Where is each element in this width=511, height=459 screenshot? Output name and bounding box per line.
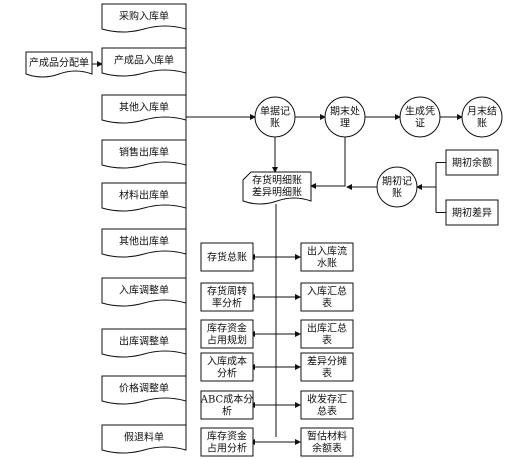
opening-step-qichu-jizhang-label-line-2: 账 [392, 188, 402, 200]
opening-doc-qichu-chayi-label-line-1: 期初差异 [452, 206, 492, 219]
report-shoufa-cun-huizong-label-line-2: 总表 [317, 405, 337, 418]
process-step-yuemo-jiezhang-label-line-1: 月末结 [467, 105, 497, 118]
report-chuku-huizong-label-line-2: 表 [322, 334, 332, 347]
diagram-nodes: 采购入库单产成品入库单其他入库单销售出库单材料出库单其他出库单入库调整单出库调整… [25, 3, 503, 457]
report-churuku-liushui-label-line-2: 水账 [317, 258, 337, 270]
source-doc-qita-ruku-label-line-1: 其他入库单 [119, 101, 169, 114]
allocation-doc: 产成品分配单 [25, 51, 93, 78]
source-doc-qita-chuku-label-line-1: 其他出库单 [119, 235, 169, 248]
connector-lines [92, 16, 463, 445]
source-doc-chanchengpin-ruku-label-line-1: 产成品入库单 [114, 54, 174, 67]
source-doc-jiage-tiaozheng-label-line-1: 价格调整单 [119, 382, 169, 395]
report-kucun-zijin-guihua-label-line-2: 占用规划 [207, 334, 247, 347]
period-end-to-ledger-arrow [310, 137, 346, 189]
source-doc-xiaoshou-chuku: 销售出库单 [101, 139, 187, 169]
report-ruku-chengben-label-line-2: 分析 [217, 367, 237, 380]
report-churuku-liushui-label-line-1: 出入库流 [307, 245, 347, 258]
source-doc-chanchengpin-ruku: 产成品入库单 [101, 47, 187, 77]
report-chuku-huizong-label-line-1: 出库汇总 [307, 322, 347, 335]
source-doc-qita-ruku: 其他入库单 [101, 94, 187, 124]
report-kucun-zijin-fenxi-label-line-1: 库存资金 [207, 430, 247, 443]
process-step-shengcheng-pingzheng-label-line-2: 证 [415, 118, 425, 130]
source-doc-xiaoshou-chuku-label-line-1: 销售出库单 [119, 146, 169, 159]
process-step-shengcheng-pingzheng-label-line-1: 生成凭 [405, 105, 435, 118]
process-step-yuemo-jiezhang-label-line-2: 账 [477, 118, 487, 130]
report-shoufa-cun-huizong-label-line-1: 收发存汇 [307, 393, 347, 406]
report-cunhuo-zongzhang-label-line-1: 存货总账 [207, 251, 247, 264]
opening-doc-qichu-yu-e-label-line-1: 期初余额 [452, 156, 492, 169]
source-doc-chuku-tiaozheng: 出库调整单 [101, 328, 187, 358]
process-step-qimo-chuli-label-line-2: 理 [340, 118, 350, 130]
source-doc-ruku-tiaozheng: 入库调整单 [101, 277, 187, 307]
report-zangu-cailiao-label-line-2: 余额表 [312, 442, 342, 455]
report-kucun-zijin-guihua-label-line-1: 库存资金 [207, 322, 247, 335]
source-doc-qita-chuku: 其他出库单 [101, 228, 187, 258]
source-doc-cailiao-chuku-label-line-1: 材料出库单 [119, 189, 169, 202]
report-kucun-zijin-fenxi-label-line-2: 占用分析 [207, 442, 247, 455]
source-doc-chuku-tiaozheng-label-line-1: 出库调整单 [119, 335, 169, 348]
source-doc-jia-tuiliao-label-line-1: 假退料单 [124, 431, 164, 444]
ledger-doc-label-line-2: 差异明细账 [252, 186, 302, 199]
report-chayi-fentan-label-line-2: 表 [322, 367, 332, 380]
opening-step-qichu-jizhang-label-line-1: 期初记 [382, 175, 412, 188]
process-step-danju-jizhang-label-line-1: 单据记 [260, 105, 290, 118]
report-ruku-huizong-label-line-2: 表 [322, 297, 332, 310]
source-doc-caigou-ruku: 采购入库单 [101, 3, 187, 33]
process-step-danju-jizhang-label-line-2: 账 [270, 118, 280, 130]
report-cunhuo-zhouzhuan-label-line-1: 存货周转 [207, 285, 247, 298]
process-step-qimo-chuli-label-line-1: 期末处 [330, 105, 360, 118]
source-doc-cailiao-chuku: 材料出库单 [101, 182, 187, 212]
report-abc-chengben-label-line-2: 析 [222, 405, 232, 418]
report-cunhuo-zhouzhuan-label-line-2: 率分析 [212, 297, 242, 310]
report-ruku-huizong-label-line-1: 入库汇总 [307, 285, 347, 298]
source-doc-jiage-tiaozheng: 价格调整单 [101, 375, 187, 405]
source-doc-jia-tuiliao: 假退料单 [101, 424, 187, 454]
opening-doc-qichu-yu-e: 期初余额 [445, 149, 499, 176]
source-doc-ruku-tiaozheng-label-line-1: 入库调整单 [119, 284, 169, 297]
report-zangu-cailiao-label-line-1: 暂估材料 [307, 430, 347, 443]
ledger-doc-label-line-1: 存货明细账 [252, 174, 302, 187]
report-cunhuo-zongzhang: 存货总账 [200, 242, 254, 272]
report-chayi-fentan-label-line-1: 差异分摊 [307, 355, 347, 368]
allocation-doc-label-line-1: 产成品分配单 [29, 56, 89, 69]
report-ruku-chengben-label-line-1: 入库成本 [207, 355, 247, 368]
report-abc-chengben-label-line-1: ABC成本分 [200, 393, 253, 406]
opening-doc-qichu-chayi: 期初差异 [445, 199, 499, 226]
source-doc-caigou-ruku-label-line-1: 采购入库单 [119, 10, 169, 23]
